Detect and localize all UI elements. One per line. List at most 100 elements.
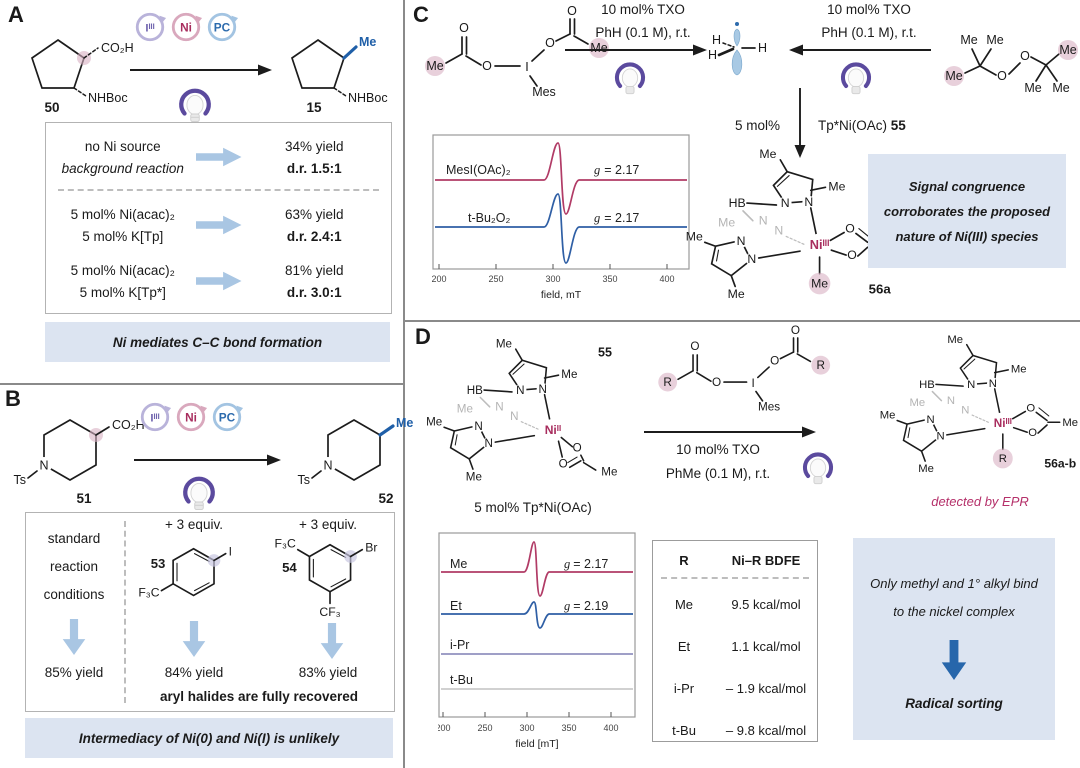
o-atom: O bbox=[1020, 49, 1030, 63]
epr-plot-d: Me g= 2.17 Et g= 2.19 i-Pr t-Bu 200 250 … bbox=[438, 532, 643, 757]
reaction-arrow bbox=[644, 426, 816, 438]
x-tick: 250 bbox=[488, 274, 503, 284]
yield-value: 84% yield bbox=[164, 665, 224, 680]
reaction-arrow bbox=[565, 44, 707, 56]
trace-mesioac2 bbox=[435, 142, 687, 215]
me-label: Me bbox=[918, 463, 934, 475]
cf3-label: CF₃ bbox=[319, 605, 340, 619]
n-atom: N bbox=[747, 252, 756, 266]
bromide-label: Br bbox=[365, 541, 377, 555]
trace-label: Me bbox=[450, 557, 467, 571]
nickel-catalyst-icon: Ni bbox=[176, 402, 208, 432]
catalyst-badges: Iᴵᴵᴵ Ni PC bbox=[133, 10, 239, 44]
column-header: R bbox=[679, 553, 689, 568]
complex-55-caption: 5 mol% Tp*Ni(OAc) bbox=[474, 500, 592, 515]
divider-a-b bbox=[0, 383, 403, 385]
r-group: R bbox=[817, 359, 825, 372]
n-atom: N bbox=[781, 196, 790, 210]
yield-value: 81% yield bbox=[284, 262, 344, 278]
r-highlight bbox=[992, 448, 1013, 469]
complex-56ab: Me Me N N HB Me N N N N Me Me Niᴵᴵᴵ O O … bbox=[880, 334, 1078, 475]
panel-b-label: B bbox=[5, 386, 21, 411]
g-value: g= 2.17 bbox=[594, 163, 639, 177]
n-atom: N bbox=[323, 459, 332, 473]
light-bulb-icon bbox=[802, 452, 834, 485]
dr-value: d.r. 1.5:1 bbox=[286, 160, 342, 176]
svg-text:Ni: Ni bbox=[185, 410, 197, 424]
mes-group: Mes bbox=[758, 400, 780, 413]
light-bulb-icon bbox=[614, 62, 646, 95]
compound-number: 15 bbox=[306, 100, 322, 115]
x-tick: 200 bbox=[432, 274, 447, 284]
catalyst-label: Tp*Ni(OAc) bbox=[818, 118, 888, 133]
i-atom: I bbox=[752, 377, 755, 390]
molecule-substrate-51: N Ts CO₂H 51 bbox=[14, 418, 145, 506]
dashed-divider bbox=[58, 189, 379, 191]
o-atom: O bbox=[567, 4, 577, 18]
nickel-center: Niᴵᴵ bbox=[545, 423, 561, 437]
iodine-catalyst-icon: Iᴵᴵᴵ bbox=[140, 402, 172, 432]
bdfe-cell: – 1.9 kcal/mol bbox=[725, 681, 807, 696]
x-tick: 250 bbox=[477, 723, 492, 733]
dashed-divider bbox=[124, 521, 126, 703]
conclusion-banner-b: Intermediacy of Ni(0) and Ni(I) is unlik… bbox=[25, 718, 393, 758]
me-label: Me bbox=[960, 33, 977, 47]
x-tick: 400 bbox=[659, 274, 674, 284]
me-label: Me bbox=[686, 229, 703, 243]
n-atom: N bbox=[485, 437, 493, 450]
yield-value: 34% yield bbox=[284, 138, 344, 154]
molecule-53: I F₃C 53 bbox=[138, 545, 232, 600]
conclusion-line: to the nickel complex bbox=[893, 604, 1015, 619]
x-tick: 200 bbox=[438, 723, 451, 733]
catalyst-name: Tp*Ni(OAc) 55 bbox=[818, 118, 906, 133]
entry-row: 5 mol% Ni(acac)₂ 5 mol% K[Tp*] 81% yield… bbox=[54, 253, 383, 309]
me-label: Me bbox=[986, 33, 1003, 47]
condition-line: 5 mol% Ni(acac)₂ bbox=[70, 206, 175, 222]
me-label: Me bbox=[601, 466, 617, 479]
epr-plot-c: MesI(OAc)₂ g= 2.17 t-Bu₂O₂ g= 2.17 200 2… bbox=[432, 134, 694, 304]
me-label: Me bbox=[1062, 417, 1078, 429]
g-value: g= 2.17 bbox=[594, 211, 639, 225]
dashed-divider bbox=[661, 577, 809, 579]
o-atom: O bbox=[712, 376, 721, 389]
nhboc-label: NHBoc bbox=[88, 91, 128, 105]
additive-53-column: + 3 equiv. I F₃C 53 84% yield bbox=[126, 513, 262, 711]
g-value: g= 2.17 bbox=[564, 557, 608, 571]
entry-row: 5 mol% Ni(acac)₂ 5 mol% K[Tp] 63% yield … bbox=[54, 197, 383, 253]
n-atom: N bbox=[539, 383, 547, 396]
catalyst-badges: Iᴵᴵᴵ Ni PC bbox=[138, 400, 244, 434]
x-axis-label: field, mT bbox=[541, 289, 582, 301]
table-header-row: R Ni–R BDFE bbox=[653, 553, 817, 568]
me-label: Me bbox=[496, 337, 512, 350]
dr-value: d.r. 2.4:1 bbox=[286, 228, 342, 244]
experiment-box-b: standard reaction conditions 85% yield +… bbox=[25, 512, 395, 712]
table-row: t-Bu – 9.8 kcal/mol bbox=[653, 723, 817, 738]
conclusion-banner-a: Ni mediates C–C bond formation bbox=[45, 322, 390, 362]
x-tick: 300 bbox=[545, 274, 560, 284]
compound-number: 54 bbox=[282, 560, 297, 575]
nhboc-label: NHBoc bbox=[348, 91, 388, 105]
cf3-label: F₃C bbox=[275, 537, 296, 551]
me-label: Me bbox=[426, 415, 442, 428]
n-atom: N bbox=[936, 430, 944, 442]
me-label: Me bbox=[1024, 81, 1041, 95]
entry-row: no Ni source background reaction 34% yie… bbox=[54, 129, 383, 185]
condition-line: reaction bbox=[49, 559, 99, 574]
r-cell: Et bbox=[677, 639, 691, 654]
me-label: Me bbox=[1052, 81, 1069, 95]
x-axis-label: field [mT] bbox=[515, 738, 558, 750]
nickel-catalyst-icon: Ni bbox=[171, 12, 203, 42]
bdfe-table: R Ni–R BDFE Me 9.5 kcal/mol Et 1.1 kcal/… bbox=[652, 540, 818, 742]
entry-result: 81% yield d.r. 3.0:1 bbox=[246, 263, 384, 300]
o-atom: O bbox=[1028, 427, 1037, 439]
divider-vertical bbox=[403, 0, 405, 768]
r-group: R bbox=[663, 376, 671, 389]
light-bulb-icon bbox=[183, 476, 215, 511]
co2h-label: CO₂H bbox=[101, 41, 134, 55]
divider-c-d bbox=[403, 320, 1080, 322]
r-cell: i-Pr bbox=[673, 681, 695, 696]
reaction-arrow bbox=[130, 64, 272, 76]
methyl-highlight bbox=[808, 272, 831, 295]
trace-label: MesI(OAc)₂ bbox=[446, 163, 511, 177]
yield-value: 83% yield bbox=[298, 665, 358, 680]
